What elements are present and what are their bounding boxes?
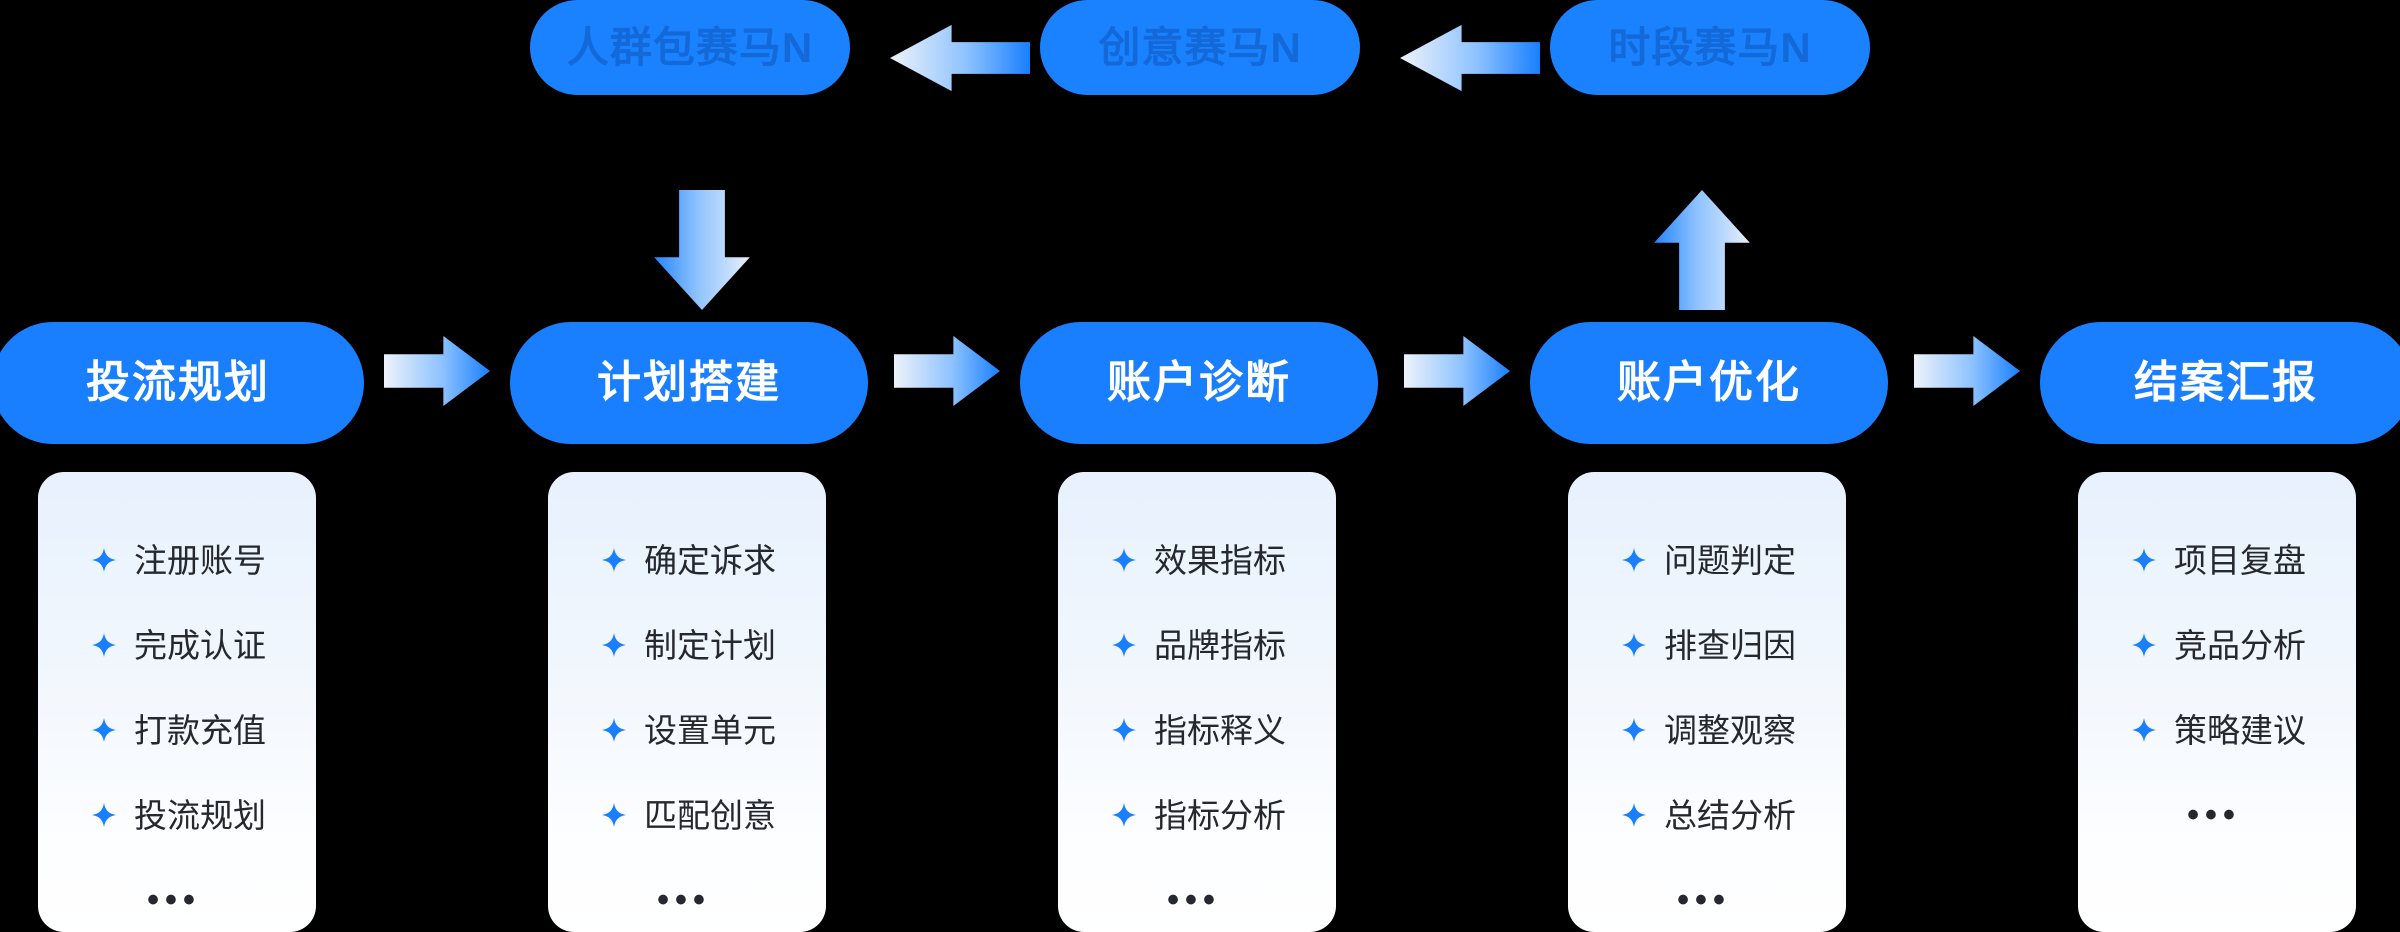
list-item-label: 确定诉求 <box>644 542 776 579</box>
race-pill-1[interactable]: 人群包赛马N <box>530 0 850 95</box>
diamond-bullet-icon <box>1112 717 1138 744</box>
list-item[interactable]: 策略建议 <box>2078 688 2356 773</box>
diamond-bullet-icon <box>2132 717 2158 744</box>
card-jihua-dajian: 确定诉求制定计划设置单元匹配创意 ••• <box>548 472 826 932</box>
stage-arrow-right-1-icon <box>384 333 490 409</box>
list-more-ellipsis: ••• <box>1677 881 1731 919</box>
list-more-ellipsis: ••• <box>657 881 711 919</box>
stage-pill-label: 计划搭建 <box>597 358 781 407</box>
list-item-label: 匹配创意 <box>644 797 776 834</box>
list-item[interactable]: 确定诉求 <box>548 518 826 603</box>
list-item[interactable]: 制定计划 <box>548 603 826 688</box>
list-item-label: 项目复盘 <box>2174 542 2306 579</box>
card-jiean-huibao: 项目复盘竞品分析策略建议 ••• <box>2078 472 2356 932</box>
list-item[interactable]: 总结分析 <box>1568 773 1846 858</box>
diamond-bullet-icon <box>602 547 628 574</box>
list-item[interactable]: 项目复盘 <box>2078 518 2356 603</box>
list-item-label: 品牌指标 <box>1154 627 1286 664</box>
diamond-bullet-icon <box>602 717 628 744</box>
list-item-label: 指标分析 <box>1154 797 1286 834</box>
stage-pill-jihua-dajian[interactable]: 计划搭建 <box>510 322 868 444</box>
list-item-label: 调整观察 <box>1664 712 1796 749</box>
race-pill-label: 时段赛马N <box>1608 23 1812 71</box>
stage-pill-label: 投流规划 <box>86 358 270 407</box>
list-item-label: 问题判定 <box>1664 542 1796 579</box>
diamond-bullet-icon <box>2132 632 2158 659</box>
diamond-bullet-icon <box>1112 632 1138 659</box>
list-item-label: 制定计划 <box>644 627 776 664</box>
list-item[interactable]: 投流规划 <box>38 773 316 858</box>
race-pill-label: 人群包赛马N <box>566 23 814 71</box>
list-item-label: 效果指标 <box>1154 542 1286 579</box>
list-item-label: 总结分析 <box>1664 797 1796 834</box>
stage-pill-label: 账户优化 <box>1617 358 1801 407</box>
diamond-bullet-icon <box>1622 547 1648 574</box>
list-more-ellipsis: ••• <box>1167 881 1221 919</box>
diamond-bullet-icon <box>602 632 628 659</box>
race-arrow-left-2-icon <box>1400 22 1540 94</box>
diamond-bullet-icon <box>92 547 118 574</box>
card-zhanghu-zhenduan: 效果指标品牌指标指标释义指标分析 ••• <box>1058 472 1336 932</box>
list-item[interactable]: 设置单元 <box>548 688 826 773</box>
stage-arrow-right-2-icon <box>894 333 1000 409</box>
list-item-label: 投流规划 <box>134 797 266 834</box>
card-zhanghu-youhua: 问题判定排查归因调整观察总结分析 ••• <box>1568 472 1846 932</box>
list-item[interactable]: 排查归因 <box>1568 603 1846 688</box>
stage-pill-label: 结案汇报 <box>2134 358 2318 407</box>
list-more-ellipsis: ••• <box>2187 796 2241 834</box>
diamond-bullet-icon <box>92 717 118 744</box>
list-item-label: 注册账号 <box>134 542 266 579</box>
connector-arrow-up-icon <box>1650 190 1754 310</box>
race-pill-3[interactable]: 时段赛马N <box>1550 0 1870 95</box>
stage-pill-label: 账户诊断 <box>1107 358 1291 407</box>
list-item-label: 排查归因 <box>1664 627 1796 664</box>
list-item[interactable]: 效果指标 <box>1058 518 1336 603</box>
diamond-bullet-icon <box>602 802 628 829</box>
diamond-bullet-icon <box>1112 547 1138 574</box>
diamond-bullet-icon <box>1622 717 1648 744</box>
diamond-bullet-icon <box>1622 802 1648 829</box>
list-item[interactable]: 匹配创意 <box>548 773 826 858</box>
stage-arrow-right-3-icon <box>1404 333 1510 409</box>
list-item-label: 竞品分析 <box>2174 627 2306 664</box>
list-item-label: 策略建议 <box>2174 712 2306 749</box>
list-item[interactable]: 指标分析 <box>1058 773 1336 858</box>
list-item-label: 设置单元 <box>644 712 776 749</box>
list-item[interactable]: 打款充值 <box>38 688 316 773</box>
list-item[interactable]: 调整观察 <box>1568 688 1846 773</box>
race-arrow-left-1-icon <box>890 22 1030 94</box>
list-item-label: 完成认证 <box>134 627 266 664</box>
list-more-ellipsis: ••• <box>147 881 201 919</box>
list-item[interactable]: 指标释义 <box>1058 688 1336 773</box>
list-item[interactable]: 竞品分析 <box>2078 603 2356 688</box>
stage-arrow-right-4-icon <box>1914 333 2020 409</box>
stage-pill-zhanghu-youhua[interactable]: 账户优化 <box>1530 322 1888 444</box>
list-item-label: 指标释义 <box>1154 712 1286 749</box>
list-item[interactable]: 注册账号 <box>38 518 316 603</box>
diamond-bullet-icon <box>1622 632 1648 659</box>
stage-pill-touliu-guihua[interactable]: 投流规划 <box>0 322 364 444</box>
race-pill-2[interactable]: 创意赛马N <box>1040 0 1360 95</box>
stage-pill-jiean-huibao[interactable]: 结案汇报 <box>2040 322 2400 444</box>
list-item[interactable]: 完成认证 <box>38 603 316 688</box>
diamond-bullet-icon <box>2132 547 2158 574</box>
race-pill-label: 创意赛马N <box>1098 23 1302 71</box>
list-item-label: 打款充值 <box>134 712 266 749</box>
diamond-bullet-icon <box>1112 802 1138 829</box>
list-item[interactable]: 问题判定 <box>1568 518 1846 603</box>
diamond-bullet-icon <box>92 632 118 659</box>
stage-pill-zhanghu-zhenduan[interactable]: 账户诊断 <box>1020 322 1378 444</box>
card-touliu-guihua: 注册账号完成认证打款充值投流规划 ••• <box>38 472 316 932</box>
list-item[interactable]: 品牌指标 <box>1058 603 1336 688</box>
diamond-bullet-icon <box>92 802 118 829</box>
connector-arrow-down-icon <box>650 190 754 310</box>
